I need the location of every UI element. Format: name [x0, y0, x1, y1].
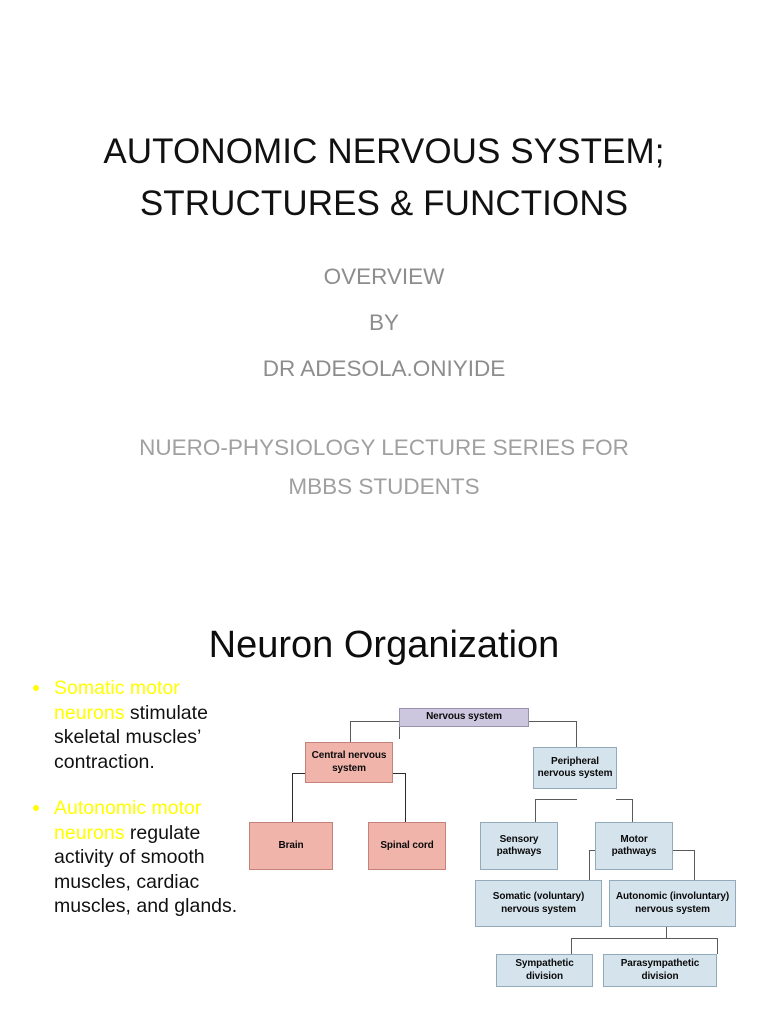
node-label: Motor pathways [611, 833, 657, 857]
list-item: Autonomic motor neurons regulate activit… [28, 796, 243, 919]
series-line-2: MBBS STUDENTS [288, 474, 480, 499]
node-motor-pathways[interactable]: Motor pathways [595, 822, 673, 870]
node-somatic-nervous-system[interactable]: Somatic (voluntary) nervous system [475, 880, 602, 927]
connector [571, 938, 572, 954]
bullet-highlight: Autonomic motor neurons [54, 797, 202, 844]
connector [694, 850, 695, 880]
node-label: Nervous system [426, 711, 502, 723]
lecture-series-note: NUERO-PHYSIOLOGY LECTURE SERIES FOR MBBS… [70, 428, 698, 506]
node-central-nervous-system[interactable]: Central nervous system [305, 742, 393, 783]
subtitle: OVERVIEW BY DR ADESOLA.ONIYIDE [84, 254, 684, 392]
connector [350, 721, 400, 722]
connector [632, 799, 633, 822]
bullet-text: Autonomic motor neurons regulate activit… [54, 796, 243, 919]
node-sensory-pathways[interactable]: Sensory pathways [480, 822, 558, 870]
title-line-1: AUTONOMIC NERVOUS SYSTEM; [103, 132, 665, 171]
node-parasympathetic-division[interactable]: Parasympathetic division [603, 954, 717, 987]
node-brain[interactable]: Brain [249, 822, 333, 870]
series-line-1: NUERO-PHYSIOLOGY LECTURE SERIES FOR [139, 435, 629, 460]
node-label: Brain [278, 839, 304, 851]
connector [576, 721, 577, 747]
node-peripheral-nervous-system[interactable]: Peripheral nervous system [533, 747, 617, 789]
nervous-system-hierarchy-diagram: Nervous system Central nervous system Pe… [244, 698, 754, 998]
node-label: Autonomic (involuntary) nervous system [615, 891, 730, 915]
bullet-highlight: Somatic motor neurons [54, 677, 180, 724]
subtitle-overview: OVERVIEW [323, 264, 445, 289]
subtitle-author: DR ADESOLA.ONIYIDE [262, 356, 506, 381]
title-slide: AUTONOMIC NERVOUS SYSTEM; STRUCTURES & F… [60, 126, 708, 506]
node-autonomic-nervous-system[interactable]: Autonomic (involuntary) nervous system [609, 880, 736, 927]
connector [535, 799, 536, 822]
node-sympathetic-division[interactable]: Sympathetic division [496, 954, 593, 987]
connector [717, 938, 718, 954]
node-label: Central nervous system [311, 750, 387, 774]
connector [405, 773, 406, 822]
connector [666, 926, 667, 938]
neuron-organization-slide: Neuron Organization Somatic motor neuron… [0, 600, 768, 1024]
node-spinal-cord[interactable]: Spinal cord [368, 822, 446, 870]
bullet-text: Somatic motor neurons stimulate skeletal… [54, 676, 243, 774]
node-label: Sensory pathways [496, 833, 542, 857]
connector [571, 938, 718, 939]
list-item: Somatic motor neurons stimulate skeletal… [28, 676, 243, 774]
connector [672, 850, 695, 851]
bullet-list: Somatic motor neurons stimulate skeletal… [28, 676, 243, 941]
node-nervous-system[interactable]: Nervous system [399, 708, 529, 727]
connector [535, 799, 577, 800]
title-line-2: STRUCTURES & FUNCTIONS [139, 184, 629, 223]
connector [529, 721, 577, 722]
node-label: Sympathetic division [515, 958, 574, 982]
bullet-dot-icon [33, 805, 39, 811]
connector [589, 850, 590, 880]
slide-title: Neuron Organization [208, 624, 560, 666]
page-title: AUTONOMIC NERVOUS SYSTEM; STRUCTURES & F… [60, 126, 708, 230]
bullet-rest: stimulate skeletal muscles’ contraction. [54, 701, 208, 773]
connector [350, 721, 351, 742]
node-label: Parasympathetic division [620, 958, 700, 982]
connector [393, 773, 406, 774]
subtitle-by: BY [368, 310, 399, 335]
connector [399, 727, 400, 739]
connector [292, 773, 293, 823]
node-label: Spinal cord [380, 839, 434, 851]
bullet-dot-icon [33, 685, 39, 691]
node-label: Somatic (voluntary) nervous system [492, 891, 585, 915]
node-label: Peripheral nervous system [537, 755, 613, 779]
bullet-rest: regulate activity of smooth muscles, car… [54, 821, 238, 918]
connector [616, 799, 633, 800]
